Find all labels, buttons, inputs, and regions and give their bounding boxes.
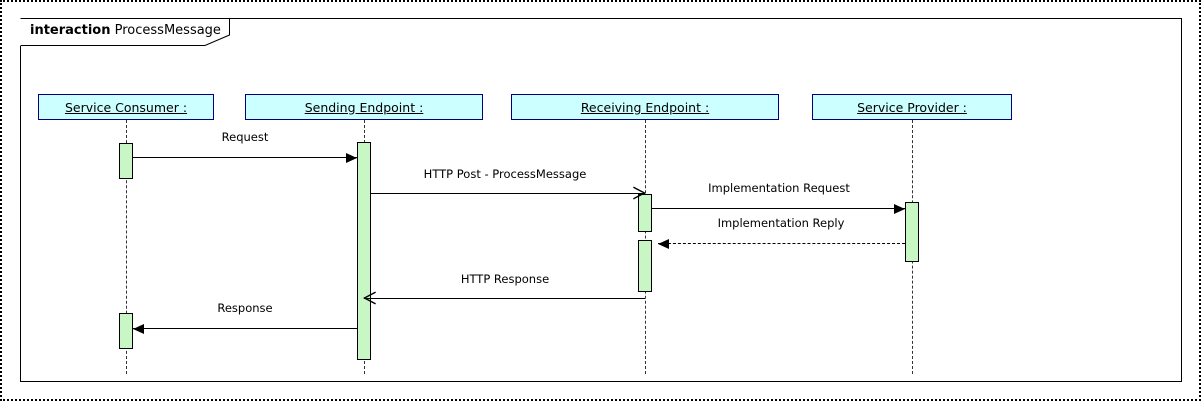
lifeline-head-receiving-endpoint[interactable]: Receiving Endpoint :	[511, 94, 779, 120]
interaction-frame-tab: interaction ProcessMessage	[20, 18, 230, 46]
message-line-http-post-processmessage[interactable]	[371, 193, 645, 194]
frame-keyword: interaction	[30, 23, 111, 38]
arrowhead-open-icon	[633, 186, 647, 200]
consumer-response-activation[interactable]	[119, 313, 133, 349]
provider-activation[interactable]	[905, 202, 919, 262]
sending-activation[interactable]	[357, 142, 371, 360]
lifeline-head-service-provider[interactable]: Service Provider :	[812, 94, 1012, 120]
message-label-implementation-request: Implementation Request	[708, 181, 850, 195]
interaction-frame	[20, 18, 1182, 382]
lifeline-label: Receiving Endpoint :	[580, 99, 710, 115]
lifeline-stem-service-consumer	[126, 120, 127, 374]
frame-name: ProcessMessage	[114, 23, 221, 38]
message-label-http-post-processmessage: HTTP Post - ProcessMessage	[423, 167, 587, 181]
message-label-response: Response	[217, 301, 273, 315]
message-line-response[interactable]	[133, 328, 357, 329]
lifeline-head-service-consumer[interactable]: Service Consumer :	[38, 94, 214, 120]
lifeline-head-sending-endpoint[interactable]: Sending Endpoint :	[245, 94, 483, 120]
consumer-request-activation[interactable]	[119, 143, 133, 179]
lifeline-label: Sending Endpoint :	[304, 99, 424, 115]
message-line-implementation-request[interactable]	[652, 208, 905, 209]
message-line-http-response[interactable]	[364, 298, 645, 299]
arrowhead-filled-icon	[894, 203, 905, 214]
arrowhead-filled-icon	[346, 152, 357, 163]
receiving-activation-2[interactable]	[638, 240, 652, 292]
message-label-http-response: HTTP Response	[460, 272, 550, 286]
arrowhead-filled-icon	[133, 323, 144, 334]
arrowhead-open-icon	[362, 291, 376, 305]
receiving-activation-1[interactable]	[638, 194, 652, 232]
arrowhead-filled-icon	[658, 238, 669, 249]
message-line-request[interactable]	[133, 157, 357, 158]
message-line-implementation-reply[interactable]	[658, 243, 905, 244]
message-label-request: Request	[221, 130, 269, 144]
interaction-frame-label: interaction ProcessMessage	[30, 23, 221, 38]
lifeline-label: Service Provider :	[857, 99, 967, 115]
lifeline-label: Service Consumer :	[64, 99, 188, 115]
message-label-implementation-reply: Implementation Reply	[717, 216, 845, 230]
